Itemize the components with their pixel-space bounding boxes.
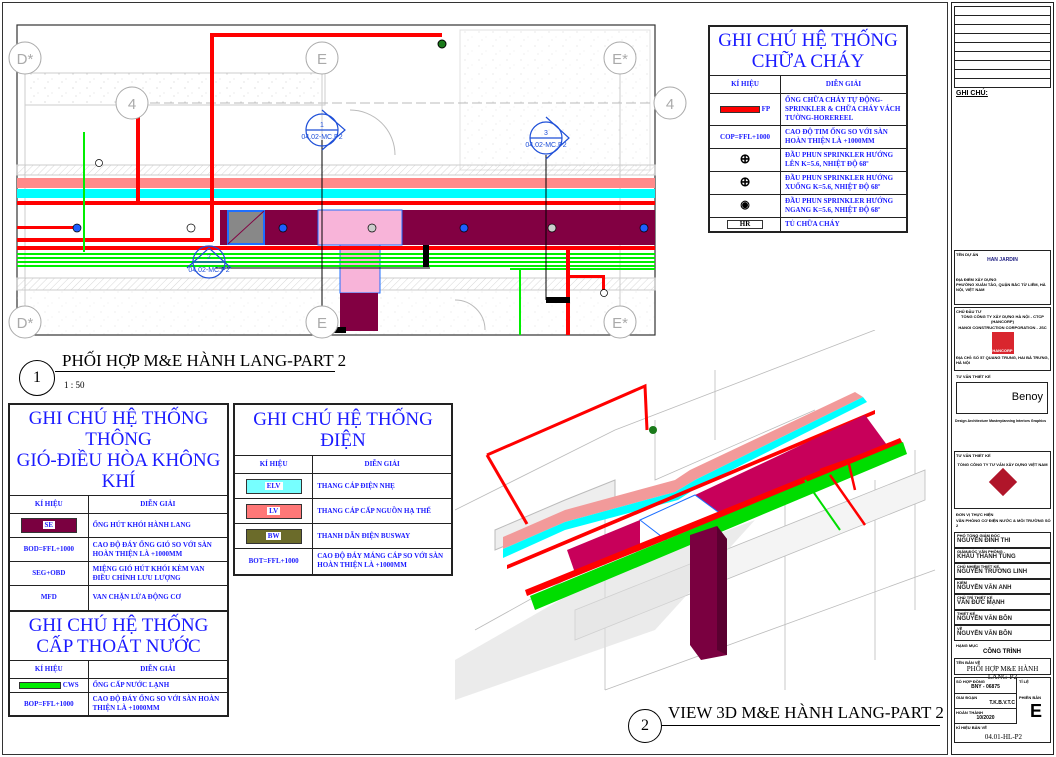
view-number-badge: 1: [19, 360, 55, 396]
sprinkler-sidewall-icon: ◉: [740, 199, 750, 211]
cold-water-pipe: [17, 253, 655, 255]
completion-date: 10/2020: [976, 715, 995, 721]
drawing-number: 04.01-HL-P2: [984, 733, 1023, 741]
view-title: VIEW 3D M&E HÀNH LANG-PART 2: [668, 703, 944, 722]
grid-label-4: 4: [666, 96, 674, 113]
busway-symbol: BW: [245, 528, 302, 544]
stage: T.K.B.V.T.C: [989, 700, 1015, 706]
legend-title: GHI CHÚ HỆ THỐNG: [718, 30, 898, 51]
view-title: PHỐI HỢP M&E HÀNH LANG-PART 2: [62, 351, 347, 370]
elv-cable-tray: [17, 189, 655, 198]
category: CÔNG TRÌNH: [983, 649, 1021, 655]
benoy-logo: Benoy: [956, 382, 1048, 414]
contract-number: BNY - 06875: [971, 684, 1000, 690]
sprinkler-upright-icon: ⊕: [739, 151, 751, 166]
section-marker-number[interactable]: 3: [544, 130, 548, 137]
fire-pipe: [17, 201, 655, 205]
legend-title: GHI CHÚ HỆ THỐNG THÔNG: [28, 408, 209, 450]
grid-label-e: E: [317, 51, 327, 68]
section-marker-ref[interactable]: 04.02-MC.P2: [525, 142, 566, 149]
grid-label-e: E: [317, 315, 327, 332]
view-scale: 1 : 50: [64, 380, 85, 390]
hose-reel-cabinet-icon: HR: [727, 220, 764, 229]
legend-title: GIÓ-ĐIỀU HÒA KHÔNG KHÍ: [16, 450, 221, 492]
notes-label: GHI CHÚ:: [956, 90, 988, 97]
project-cell: TÊN DỰ ÁN HAN JARDIN ĐỊA ĐIỂM XÂY DỰNG P…: [954, 250, 1051, 305]
view-title-underline: [55, 371, 335, 372]
elv-tray-symbol: ELV: [245, 478, 302, 494]
consultant-logo: [988, 467, 1017, 497]
legend-title: GHI CHÚ HỆ THỐNG ĐIỆN: [253, 409, 433, 451]
view-number-badge: 2: [628, 709, 662, 743]
section-marker-ref[interactable]: 04.02-MC.P2: [188, 267, 229, 274]
grid-label-4: 4: [128, 96, 136, 113]
3d-view: [455, 330, 936, 700]
lv-tray-symbol: LV: [245, 503, 302, 519]
section-marker-number[interactable]: 1: [320, 122, 324, 129]
3d-lv-cable-tray: [503, 392, 863, 549]
revision-table: [954, 6, 1051, 88]
grid-label-d: D*: [17, 315, 34, 332]
smoke-exhaust-duct: [220, 210, 655, 245]
legend-title: CHỮA CHÁY: [751, 51, 865, 72]
section-marker-number[interactable]: 2: [207, 254, 211, 261]
plan-view: D* D* E E E* E* 4 4 1 04.02-MC.P2 2 04.0…: [8, 24, 687, 339]
drawing-sheet-border: [2, 2, 948, 755]
3d-duct: [567, 520, 640, 573]
sprinkler-heads: [72, 159, 649, 297]
title-block: GHI CHÚ: TÊN DỰ ÁN HAN JARDIN ĐỊA ĐIỂM X…: [951, 2, 1054, 755]
cold-water-symbol: [18, 681, 61, 689]
owner-cell: CHỦ ĐẦU TƯ TỔNG CÔNG TY XÂY DỰNG HÀ NỘI …: [954, 307, 1051, 371]
grid-label-d: D*: [17, 51, 34, 68]
revision-letter: E: [1029, 701, 1042, 721]
project-name: HAN JARDIN: [987, 257, 1018, 263]
hancorp-logo: HANCORP: [991, 332, 1014, 354]
legend-title: CẤP THOÁT NƯỚC: [36, 636, 201, 657]
drawing-name-cell: TÊN BẢN VẼ PHỐI HỢP M&E HÀNH LANG-P2: [954, 658, 1051, 681]
consultant-cell: TƯ VẤN THIẾT KẾ TỔNG CÔNG TY TƯ VẤN XÂY …: [954, 451, 1051, 509]
smoke-duct-symbol: SE: [20, 518, 77, 533]
sprinkler-pendent-icon: ⊕: [739, 174, 751, 189]
view-title-underline: [662, 725, 940, 726]
lv-cable-tray: [17, 178, 655, 188]
legend-title: GHI CHÚ HỆ THỐNG: [28, 615, 209, 636]
duct-tee: [317, 209, 403, 246]
fire-pipe-symbol: [719, 105, 760, 113]
grid-label-e-star: E*: [612, 51, 628, 68]
grid-label-e-star: E*: [612, 315, 628, 332]
3d-cold-water-pipe: [530, 442, 907, 610]
3d-elv-cable-tray: [503, 397, 867, 558]
section-marker-ref[interactable]: 04.02-MC.P2: [301, 134, 342, 141]
sprinkler-sidewall-icon: [437, 39, 447, 49]
